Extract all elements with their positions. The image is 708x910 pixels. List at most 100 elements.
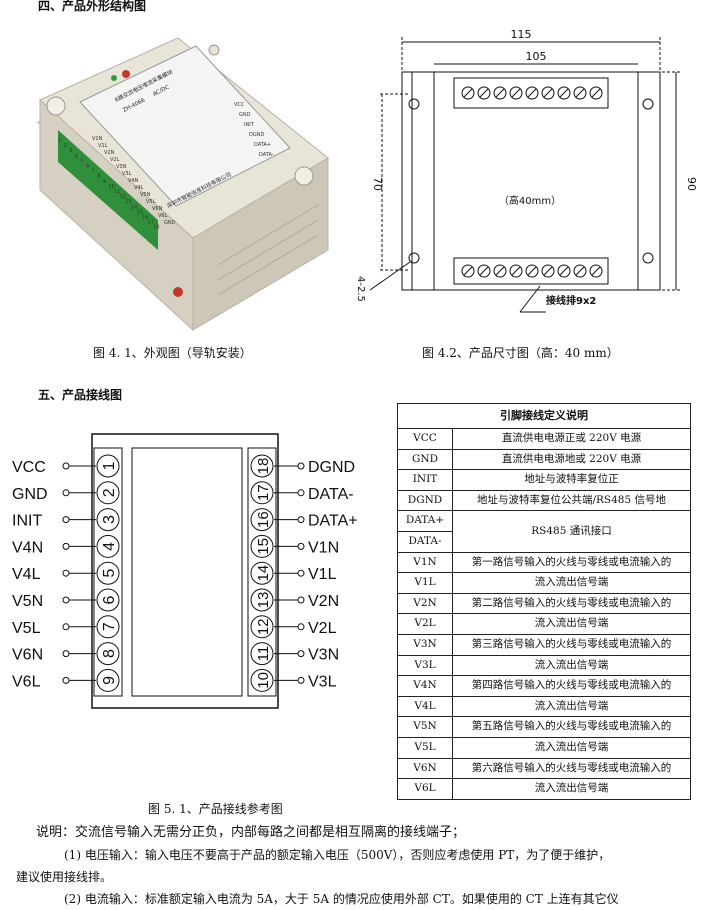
table-pin: V5N — [397, 716, 453, 738]
terminal-slot — [463, 88, 473, 98]
wiring-left-num: 4 — [101, 542, 118, 551]
terminal-screw — [525, 264, 539, 278]
wiring-right-num: 16 — [255, 511, 272, 528]
table-pin: V6N — [397, 757, 453, 780]
photo-terminal-number: 12 — [120, 194, 126, 200]
photo-terminal-number: 13 — [125, 199, 131, 205]
terminal-screw — [541, 86, 555, 100]
wiring-left-node — [62, 650, 70, 658]
terminal-screw — [557, 86, 571, 100]
wiring-left-num: 2 — [101, 488, 118, 497]
dim-height-inner: 70 — [371, 177, 384, 191]
dimension-drawing: 115 105 70 90 （高40mm） 4-2.5 接线排9x2 — [355, 28, 698, 313]
table-desc: 流入流出信号端 — [452, 572, 691, 594]
wiring-right-num: 11 — [255, 646, 272, 662]
table-desc: 第一路信号输入的火线与零线或电流输入的 — [452, 551, 691, 574]
wiring-left-label: V5L — [12, 620, 41, 637]
photo-left-pin: V5L — [146, 199, 156, 205]
wiring-left-num: 7 — [101, 622, 118, 631]
table-desc: 直流供电电源地或 220V 电源 — [452, 448, 691, 471]
wiring-right-label: V2N — [308, 593, 339, 610]
wiring-left-terminal — [96, 588, 120, 612]
photo-left-pin: V6L — [158, 213, 168, 219]
table-desc: 流入流出信号端 — [452, 695, 691, 718]
table-desc: 流入流出信号端 — [452, 736, 691, 759]
wiring-right-label: V1N — [308, 539, 339, 556]
wiring-left-num: 8 — [101, 649, 118, 658]
wiring-right-num: 17 — [255, 484, 272, 501]
wiring-right-label: DATA- — [308, 486, 354, 503]
wiring-right-node — [297, 596, 305, 604]
wiring-left-terminal — [96, 615, 120, 639]
wiring-left-terminal — [96, 668, 120, 692]
wiring-left-node — [62, 596, 70, 604]
terminal-slot — [543, 266, 553, 276]
photo-right-pin: DATA- — [259, 152, 274, 158]
table-desc: 第二路信号输入的火线与零线或电流输入的 — [452, 592, 691, 615]
terminal-screw — [525, 86, 539, 100]
wiring-right-node — [297, 569, 305, 577]
photo-terminal-number: 14 — [131, 204, 137, 210]
photo-left-pin: V1N — [92, 136, 103, 142]
table-row: DATA+RS485 通讯接口 — [397, 510, 691, 553]
photo-terminal-number: 4 — [75, 153, 78, 159]
wiring-right-node — [297, 542, 305, 550]
wiring-right-node — [297, 462, 305, 470]
wiring-right-num: 12 — [255, 618, 272, 635]
table-pin: DGND — [397, 489, 453, 512]
photo-terminal-number: 7 — [92, 169, 95, 175]
terminal-slot — [463, 266, 473, 276]
dim-height-outer: 90 — [685, 177, 698, 191]
photo-terminal-number: 2 — [64, 143, 67, 149]
table-pin: V4N — [397, 675, 453, 697]
wiring-left-terminal — [96, 642, 120, 666]
photo-left-pin: V4L — [134, 185, 144, 191]
terminal-screw — [461, 264, 475, 278]
dim-hole-label: 4-2.5 — [355, 276, 366, 302]
photo-left-pin: V3L — [122, 171, 132, 177]
photo-left-pin: V5N — [140, 192, 151, 198]
terminal-slot — [559, 266, 569, 276]
wiring-right-label: V3N — [308, 647, 339, 664]
photo-right-pin: VCC — [234, 102, 245, 108]
table-pin: DATA- — [397, 530, 453, 553]
wiring-left-label: V6N — [12, 647, 43, 664]
photo-left-pin: V2N — [104, 150, 115, 156]
section-4-title: 四、产品外形结构图 — [38, 0, 147, 13]
wiring-right-node — [297, 489, 305, 497]
table-pin: V3L — [397, 654, 453, 677]
wiring-right-num: 15 — [255, 538, 272, 555]
table-pin: VCC — [397, 428, 453, 450]
wiring-left-label: V4N — [12, 539, 43, 556]
terminal-screw — [557, 264, 571, 278]
wiring-right-num: 13 — [255, 592, 272, 609]
wiring-right-terminal — [250, 642, 274, 666]
terminal-slot — [575, 88, 585, 98]
section-5-title: 五、产品接线图 — [38, 388, 123, 402]
wiring-right-terminal — [250, 561, 274, 585]
wiring-left-node — [62, 516, 70, 524]
terminal-screw — [461, 86, 475, 100]
terminal-slot — [495, 88, 505, 98]
wiring-left-label: VCC — [12, 459, 46, 476]
wiring-right-num: 14 — [255, 565, 272, 582]
photo-terminal-number: 8 — [97, 174, 100, 180]
notes-p2: (2) 电流输入：标准额定输入电流为 5A，大于 5A 的情况应使用外部 CT。… — [64, 892, 619, 906]
wiring-right-node — [297, 676, 305, 684]
photo-terminal-number: 9 — [103, 179, 106, 185]
terminal-screw — [493, 264, 507, 278]
wiring-right-terminal — [250, 615, 274, 639]
wiring-right-node — [297, 650, 305, 658]
dims-caption: 图 4.2、产品尺寸图（高：40 mm） — [422, 346, 619, 360]
photo-terminal-number: 6 — [86, 164, 89, 170]
wiring-left-label: INIT — [12, 513, 42, 530]
wiring-left-label: V4L — [12, 566, 41, 583]
